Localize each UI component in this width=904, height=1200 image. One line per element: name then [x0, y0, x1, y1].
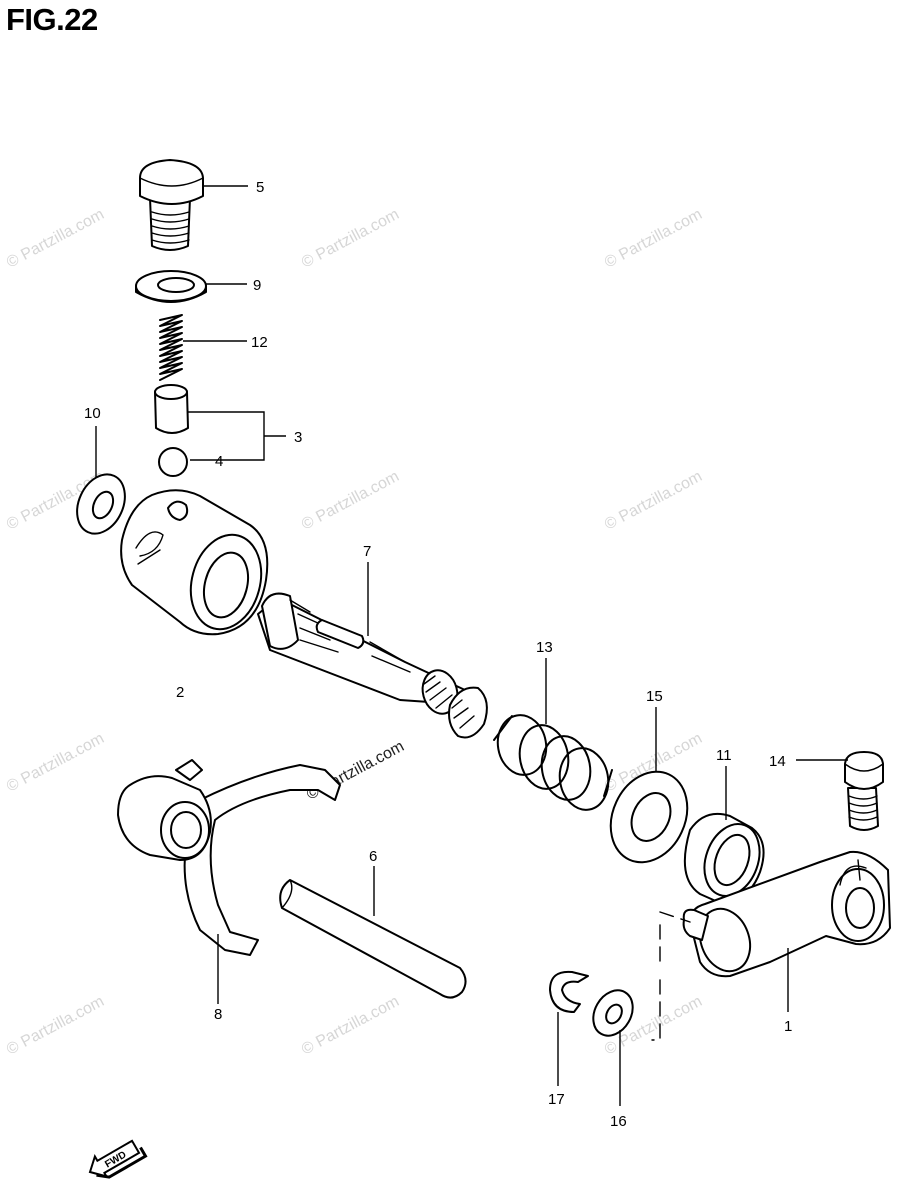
- callout-2: 2: [176, 684, 184, 701]
- part-1-shift-arm: [682, 850, 891, 978]
- leader-lines: [95, 185, 848, 1106]
- part-6-fork-shaft: [279, 879, 467, 999]
- callout-14: 14: [769, 753, 786, 770]
- callout-7: 7: [363, 543, 371, 560]
- callout-11: 11: [716, 747, 732, 764]
- callout-9: 9: [253, 277, 261, 294]
- part-7-shift-shaft: [257, 592, 488, 739]
- part-15-washer: [609, 770, 689, 864]
- part-12-spring: [159, 314, 183, 381]
- fwd-direction-marker: FWD: [88, 1139, 148, 1179]
- callout-10: 10: [84, 405, 101, 422]
- part-8-shift-fork: [117, 759, 341, 956]
- callout-3: 3: [294, 429, 302, 446]
- figure-title: FIG.22: [6, 2, 98, 37]
- callout-8: 8: [214, 1006, 222, 1023]
- part-11-bushing: [683, 812, 765, 904]
- part-10-washer: [76, 473, 126, 535]
- part-14-bolt: [844, 751, 884, 831]
- assembly-guide-line: [651, 911, 691, 1041]
- watermark: © Partzilla.com: [299, 468, 402, 534]
- callout-13: 13: [536, 639, 553, 656]
- part-13-return-spring: [493, 714, 613, 811]
- watermark: © Partzilla.com: [602, 206, 705, 272]
- callout-12: 12: [251, 334, 268, 351]
- part-16-washer: [592, 989, 634, 1037]
- part-5-bolt: [139, 159, 204, 251]
- callout-5: 5: [256, 179, 264, 196]
- part-9-washer: [135, 270, 207, 303]
- callout-15: 15: [646, 688, 663, 705]
- callout-1: 1: [784, 1018, 792, 1035]
- watermark: © Partzilla.com: [602, 468, 705, 534]
- callout-labels: 5 9 12 3 4 10 7 2 13 15 11 14 6 1 8 17 1…: [84, 179, 792, 1130]
- watermark: © Partzilla.com: [299, 206, 402, 272]
- watermark: © Partzilla.com: [4, 993, 107, 1059]
- callout-16: 16: [610, 1113, 627, 1130]
- part-2-gear-shift-cam: [120, 489, 269, 636]
- callout-17: 17: [548, 1091, 565, 1108]
- part-4-ball: [158, 447, 188, 477]
- watermark: © Partzilla.com: [299, 993, 402, 1059]
- watermark: © Partzilla.com: [4, 206, 107, 272]
- callout-6: 6: [369, 848, 377, 865]
- watermark: © Partzilla.com: [4, 730, 107, 796]
- callout-4: 4: [215, 453, 223, 470]
- part-17-e-clip: [549, 970, 589, 1013]
- part-3-stopper: [154, 384, 189, 434]
- fwd-arrow-shadow: [96, 1146, 148, 1179]
